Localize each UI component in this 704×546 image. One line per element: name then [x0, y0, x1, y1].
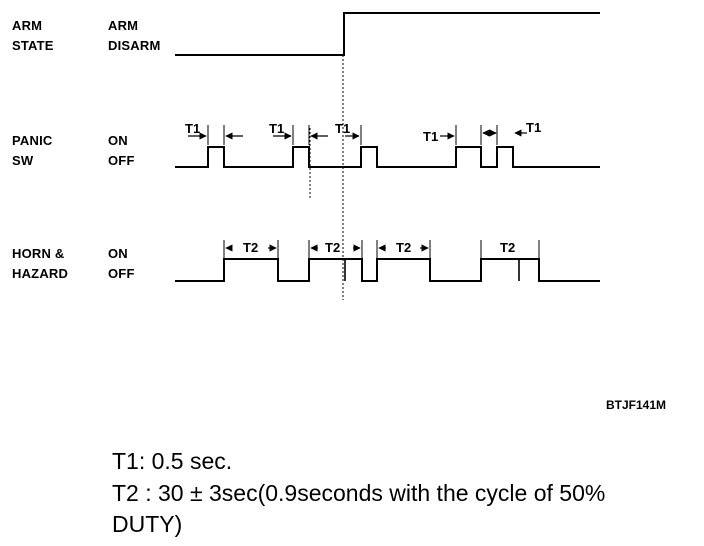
horn-hazard-signal-label: HORN & HAZARD [12, 246, 69, 281]
panic-sw-waveform [175, 146, 600, 168]
horn-t2-label: T2 [325, 240, 340, 255]
figure-code: BTJF141M [606, 398, 667, 412]
panic-t1-extension-lines [207, 125, 498, 145]
horn-t2-label: T2 [396, 240, 411, 255]
legend-t1: T1: 0.5 sec. [112, 448, 233, 474]
panic-t1-label: T1 [269, 121, 284, 136]
horn-hazard-levels-label: ON OFF [108, 246, 135, 281]
panic-t1-label: T1 [185, 121, 200, 136]
panic-t1-arrows [188, 129, 527, 140]
panic-sw-levels-label: ON OFF [108, 133, 135, 168]
horn-hazard-waveform [175, 258, 600, 282]
arm-state-levels-label: ARM DISARM [108, 18, 161, 53]
arm-state-signal-label: ARM STATE [12, 18, 54, 53]
horn-t2-label: T2 [500, 240, 515, 255]
arm-state-waveform [175, 12, 600, 56]
panic-t1-label: T1 [526, 120, 541, 135]
panic-sw-signal-label: PANIC SW [12, 133, 53, 168]
panic-t1-label: T1 [335, 121, 350, 136]
horn-t2-extension-lines [223, 240, 540, 258]
legend-t2-line2: DUTY) [112, 511, 183, 537]
legend-t2-line1: T2 : 30 ± 3sec(0.9seconds with the cycle… [112, 480, 606, 506]
panic-t1-label: T1 [423, 129, 438, 144]
horn-t2-label: T2 [243, 240, 258, 255]
